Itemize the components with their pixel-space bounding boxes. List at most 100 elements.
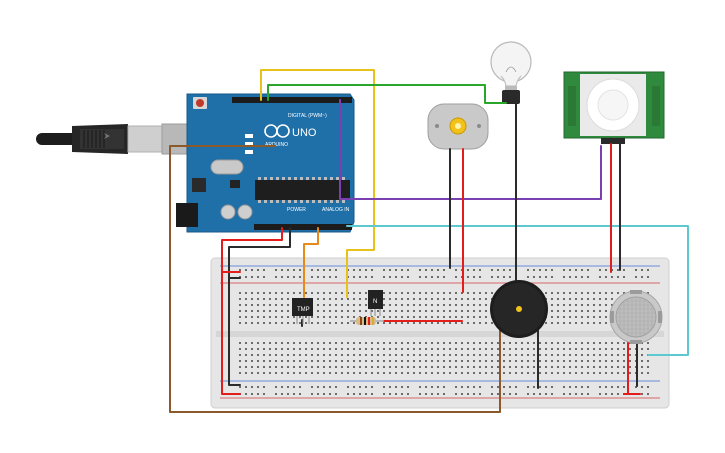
gas-sensor[interactable]: [609, 290, 663, 344]
breadboard-hole: [341, 366, 343, 368]
breadboard-hole: [353, 342, 355, 344]
breadboard-hole: [515, 342, 517, 344]
breadboard-hole: [509, 360, 511, 362]
breadboard-hole: [329, 342, 331, 344]
breadboard-hole: [377, 322, 379, 324]
breadboard-hole: [281, 269, 283, 271]
breadboard-hole: [287, 276, 289, 278]
breadboard-hole: [605, 366, 607, 368]
breadboard-hole: [323, 386, 325, 388]
breadboard-hole: [485, 298, 487, 300]
breadboard-hole: [347, 354, 349, 356]
breadboard-hole: [383, 386, 385, 388]
breadboard-hole: [263, 360, 265, 362]
tmp36-sensor[interactable]: TMP: [292, 298, 313, 324]
breadboard-hole: [521, 360, 523, 362]
chip-pin: [264, 177, 267, 180]
breadboard-hole: [599, 269, 601, 271]
breadboard-hole: [317, 276, 319, 278]
pir-sensor[interactable]: [563, 71, 665, 144]
breadboard-hole: [263, 304, 265, 306]
chip-pin: [312, 200, 315, 203]
breadboard[interactable]: [210, 257, 670, 409]
breadboard-hole: [611, 360, 613, 362]
chip-pins: [258, 177, 345, 203]
breadboard-hole: [473, 304, 475, 306]
breadboard-hole: [329, 316, 331, 318]
breadboard-hole: [575, 269, 577, 271]
breadboard-hole: [611, 304, 613, 306]
breadboard-hole: [473, 298, 475, 300]
breadboard-hole: [389, 360, 391, 362]
breadboard-hole: [617, 269, 619, 271]
light-bulb[interactable]: [490, 41, 532, 104]
breadboard-hole: [395, 386, 397, 388]
breadboard-hole: [335, 393, 337, 395]
breadboard-hole: [563, 372, 565, 374]
breadboard-hole: [641, 372, 643, 374]
breadboard-hole: [425, 366, 427, 368]
breadboard-hole: [431, 360, 433, 362]
breadboard-hole: [323, 372, 325, 374]
breadboard-hole: [437, 316, 439, 318]
breadboard-hole: [515, 348, 517, 350]
breadboard-hole: [263, 366, 265, 368]
breadboard-hole: [437, 304, 439, 306]
piezo-buzzer[interactable]: [490, 280, 548, 338]
breadboard-hole: [581, 310, 583, 312]
breadboard-hole: [437, 372, 439, 374]
breadboard-hole: [305, 372, 307, 374]
breadboard-hole: [281, 393, 283, 395]
breadboard-hole: [437, 310, 439, 312]
dc-motor[interactable]: [427, 103, 489, 150]
breadboard-hole: [407, 360, 409, 362]
breadboard-hole: [365, 372, 367, 374]
breadboard-hole: [269, 342, 271, 344]
breadboard-hole: [395, 393, 397, 395]
breadboard-hole: [479, 269, 481, 271]
breadboard-hole: [377, 310, 379, 312]
breadboard-hole: [551, 386, 553, 388]
breadboard-hole: [443, 386, 445, 388]
npn-transistor[interactable]: N: [368, 290, 383, 316]
breadboard-hole: [269, 372, 271, 374]
breadboard-hole: [263, 298, 265, 300]
breadboard-hole: [287, 269, 289, 271]
breadboard-hole: [533, 393, 535, 395]
breadboard-hole: [539, 386, 541, 388]
breadboard-hole: [329, 393, 331, 395]
breadboard-hole: [569, 292, 571, 294]
arduino-uno[interactable]: UNO ARDUINO DIGITAL (PWM~) POWER ANALOG …: [176, 93, 355, 233]
breadboard-hole: [569, 342, 571, 344]
breadboard-hole: [629, 348, 631, 350]
breadboard-hole: [305, 360, 307, 362]
breadboard-hole: [419, 372, 421, 374]
breadboard-hole: [311, 292, 313, 294]
resistor[interactable]: [350, 317, 384, 325]
breadboard-hole: [455, 366, 457, 368]
wire-black-gnd: [228, 227, 291, 386]
breadboard-hole: [335, 386, 337, 388]
breadboard-hole: [611, 366, 613, 368]
breadboard-hole: [299, 276, 301, 278]
breadboard-hole: [461, 386, 463, 388]
breadboard-hole: [563, 298, 565, 300]
breadboard-hole: [437, 269, 439, 271]
breadboard-hole: [533, 348, 535, 350]
breadboard-hole: [557, 342, 559, 344]
breadboard-hole: [239, 298, 241, 300]
breadboard-hole: [581, 386, 583, 388]
breadboard-hole: [317, 310, 319, 312]
breadboard-hole: [575, 304, 577, 306]
breadboard-hole: [407, 292, 409, 294]
breadboard-hole: [305, 292, 307, 294]
breadboard-hole: [287, 292, 289, 294]
breadboard-hole: [503, 386, 505, 388]
breadboard-hole: [425, 342, 427, 344]
breadboard-hole: [251, 298, 253, 300]
breadboard-hole: [611, 342, 613, 344]
breadboard-hole: [239, 322, 241, 324]
breadboard-hole: [383, 372, 385, 374]
wire-yellow: [260, 69, 375, 298]
breadboard-hole: [317, 298, 319, 300]
